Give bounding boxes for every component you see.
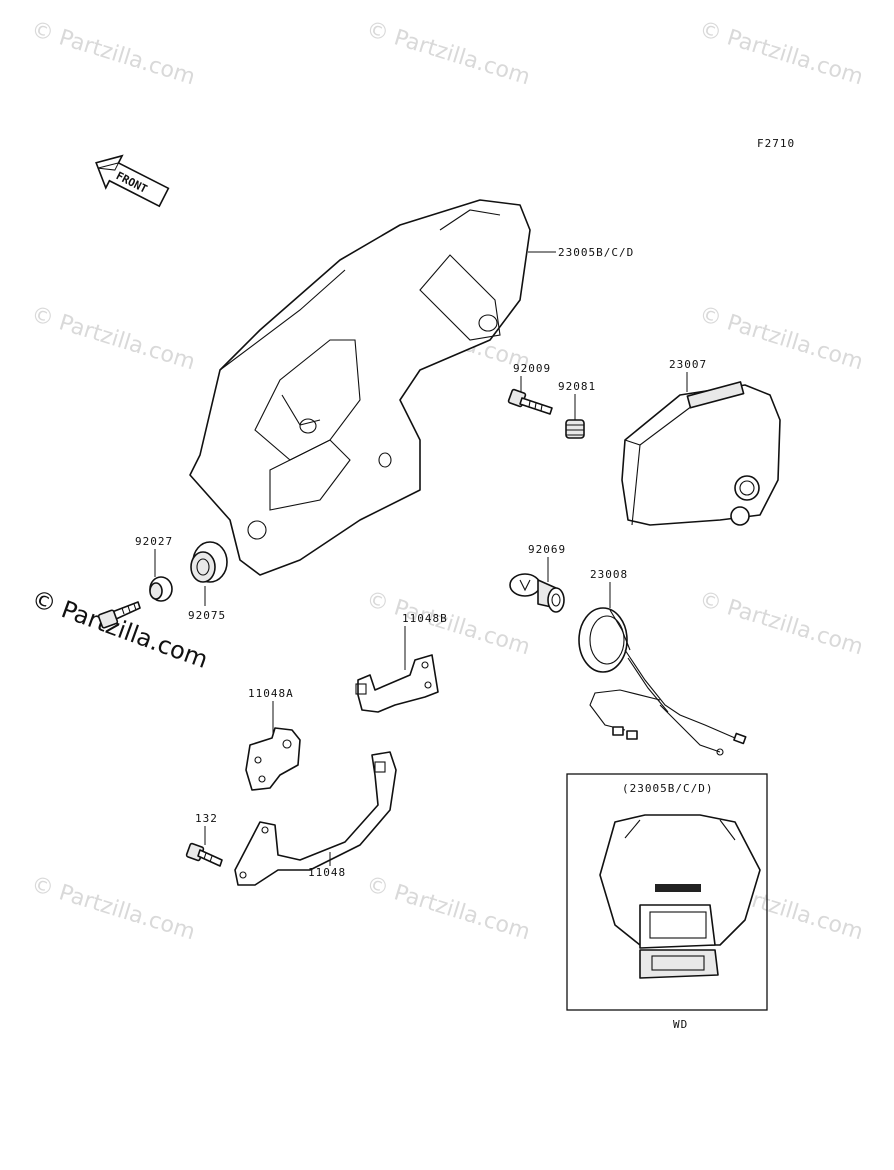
bolt-left	[97, 601, 141, 629]
inset-box: (23005B/C/D) WD	[566, 773, 768, 1031]
watermark: © Partzilla.com	[28, 872, 198, 946]
screw-92009	[507, 388, 553, 415]
watermark: © Partzilla.com	[696, 302, 866, 376]
bracket-11048	[234, 751, 397, 886]
label-92081: 92081	[558, 380, 596, 393]
label-92009: 92009	[513, 362, 551, 375]
watermark: © Partzilla.com	[363, 17, 533, 91]
bolt-132	[185, 842, 223, 867]
front-arrow-icon: FRONT	[95, 154, 170, 208]
label-11048b: 11048B	[402, 612, 448, 625]
bulb-92069	[509, 573, 565, 613]
label-11048a: 11048A	[248, 687, 294, 700]
label-11048: 11048	[308, 866, 346, 879]
watermark: © Partzilla.com	[28, 17, 198, 91]
collar-92027	[149, 576, 173, 602]
socket-23008	[578, 607, 747, 756]
watermark: © Partzilla.com	[28, 302, 198, 376]
watermark: © Partzilla.com	[696, 587, 866, 661]
inset-title: (23005B/C/D)	[622, 782, 713, 795]
grommet-92075	[190, 541, 228, 583]
label-132: 132	[195, 812, 218, 825]
label-23005bcd: 23005B/C/D	[558, 246, 634, 259]
watermark-dark: © Partzilla.com	[28, 584, 212, 674]
watermark: © Partzilla.com	[696, 17, 866, 91]
bracket-11048a	[245, 727, 301, 791]
number-plate-headlight	[599, 814, 761, 979]
label-92075: 92075	[188, 609, 226, 622]
inset-caption: WD	[673, 1018, 688, 1031]
figure-code: F2710	[757, 137, 795, 150]
label-23008: 23008	[590, 568, 628, 581]
label-92069: 92069	[528, 543, 566, 556]
label-23007: 23007	[669, 358, 707, 371]
watermark: © Partzilla.com	[363, 872, 533, 946]
headlight-unit	[621, 381, 781, 526]
label-92027: 92027	[135, 535, 173, 548]
bracket-11048b	[355, 654, 439, 713]
watermark: © Partzilla.com	[363, 587, 533, 661]
spring-92081	[565, 419, 585, 439]
headlight-cover	[189, 199, 531, 576]
